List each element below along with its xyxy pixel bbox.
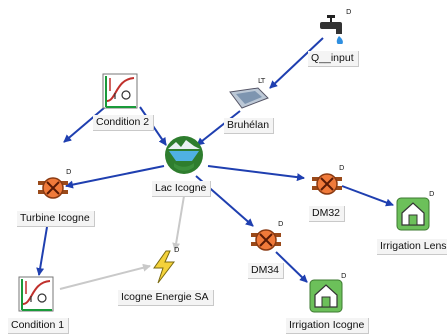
irrigation-icogne-label[interactable]: Irrigation Icogne	[286, 318, 370, 334]
dm34-tag: D	[278, 220, 284, 228]
edge-lac-to-dm32	[207, 165, 305, 182]
valve-icon	[38, 177, 68, 199]
edge-condition2-to-turbine	[63, 107, 105, 143]
edge-qinput-to-bruhelan	[269, 37, 324, 89]
condition-curve-icon	[18, 276, 54, 312]
condition2-node[interactable]	[102, 73, 138, 109]
irrigation-lens-label[interactable]: Irrigation Lens	[377, 239, 447, 255]
icogne-energie-label[interactable]: Icogne Energie SA	[118, 290, 214, 306]
valve-icon	[312, 173, 342, 195]
edge-dm34-to-irrigation-icogne	[275, 251, 308, 283]
lake-icon	[165, 136, 203, 174]
turbine-icogne-label[interactable]: Turbine Icogne	[17, 211, 95, 227]
dm32-tag: D	[339, 164, 345, 172]
q-input-node[interactable]	[316, 14, 352, 45]
condition1-label[interactable]: Condition 1	[8, 318, 70, 334]
condition-curve-icon	[102, 73, 138, 109]
edge-bruhelan-to-lac	[196, 110, 241, 146]
turbine-icogne-tag: D	[66, 168, 72, 176]
edge-lac-to-turbine	[65, 165, 165, 189]
lightning-icon	[153, 250, 176, 284]
channel-icon	[229, 87, 269, 109]
house-icon	[396, 197, 430, 231]
bruhelan-tag: LT	[258, 77, 266, 85]
bruhelan-node[interactable]	[228, 84, 270, 112]
icogne-energie-node[interactable]	[150, 250, 178, 284]
lac-icogne-node[interactable]	[164, 135, 204, 175]
condition1-node[interactable]	[18, 276, 54, 312]
dm32-label[interactable]: DM32	[309, 206, 346, 222]
irrigation-lens-tag: D	[429, 190, 435, 198]
icogne-energie-tag: D	[174, 246, 180, 254]
q-input-label[interactable]: Q__input	[308, 51, 359, 67]
faucet-icon	[320, 15, 343, 45]
irrigation-icogne-node[interactable]	[309, 279, 343, 313]
edge-condition1-to-energie	[59, 263, 151, 290]
q-input-tag: D	[346, 8, 352, 16]
lac-icogne-label[interactable]: Lac Icogne	[152, 181, 212, 197]
irrigation-lens-node[interactable]	[396, 197, 430, 231]
valve-icon	[251, 229, 281, 251]
bruhelan-label[interactable]: Bruhélan	[224, 118, 275, 134]
dm32-node[interactable]	[310, 170, 344, 198]
edge-lac-to-energie	[172, 195, 185, 251]
irrigation-icogne-tag: D	[341, 272, 347, 280]
condition2-label[interactable]: Condition 2	[93, 115, 155, 131]
turbine-icogne-node[interactable]	[36, 174, 70, 202]
edge-dm32-to-irrigation-lens	[341, 185, 394, 207]
house-icon	[309, 279, 343, 313]
dm34-node[interactable]	[249, 226, 283, 254]
edge-turbine-to-condition1	[36, 226, 48, 276]
dm34-label[interactable]: DM34	[248, 263, 285, 279]
